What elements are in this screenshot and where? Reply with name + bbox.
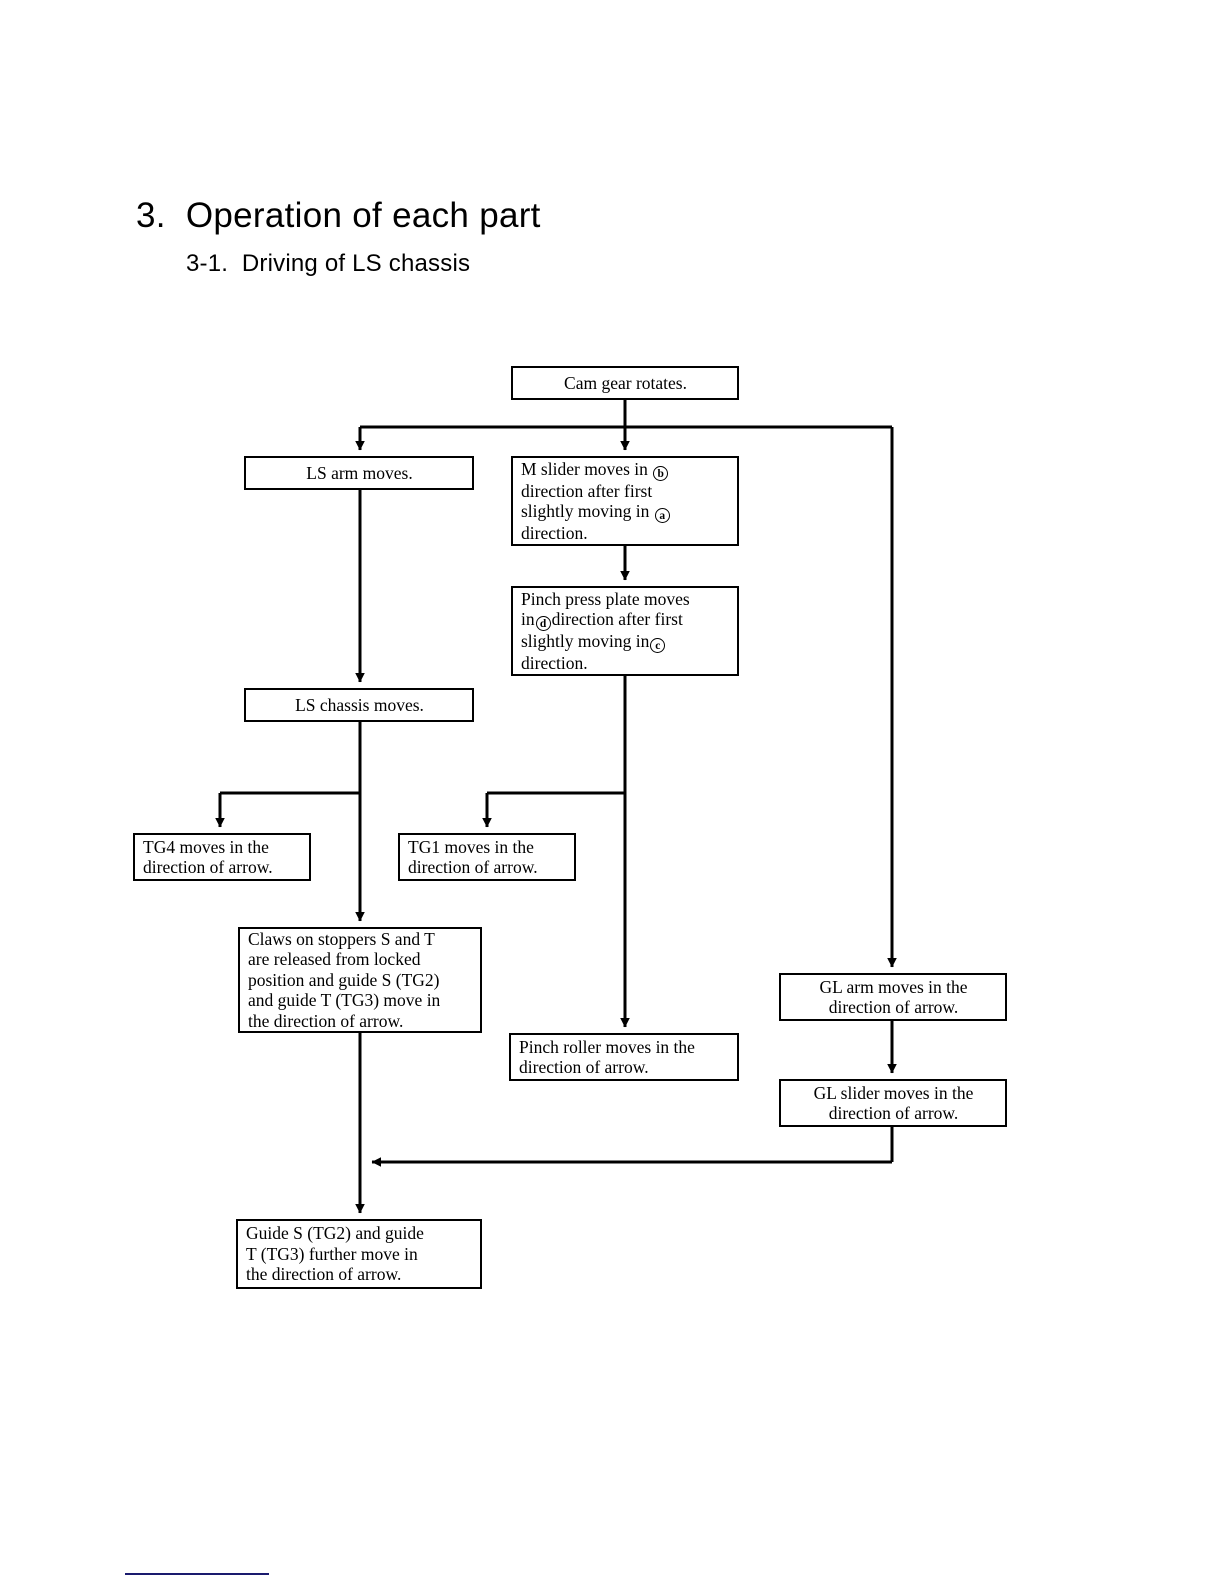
node-text-line-1: TG1 moves in the [408, 836, 534, 857]
node-text-line-1: Pinch roller moves in the [519, 1036, 695, 1057]
node-text-line-5: the direction of arrow. [248, 1010, 404, 1031]
circled-letter-b: b [653, 465, 669, 481]
page-title: 3. Operation of each part [136, 196, 541, 235]
node-cam-gear-rotates[interactable]: Cam gear rotates. [511, 366, 739, 400]
node-tg4-moves[interactable]: TG4 moves in the direction of arrow. [133, 833, 311, 881]
node-text-line-1: Guide S (TG2) and guide [246, 1223, 424, 1244]
node-text: LS chassis moves. [295, 694, 424, 715]
node-text-line-1: M slider moves in b [521, 459, 669, 481]
node-gl-slider-moves[interactable]: GL slider moves in the direction of arro… [779, 1079, 1007, 1127]
circled-letter-d: d [535, 616, 551, 631]
node-text-line-2: direction of arrow. [408, 857, 538, 877]
node-text-line-2: are released from locked [248, 949, 421, 970]
node-text-line-2: direction of arrow. [828, 1103, 959, 1123]
node-text-line-1: Pinch press plate moves [521, 588, 690, 609]
node-text-line-1: Claws on stoppers S and T [248, 928, 435, 949]
node-text-line-3: slightly moving in a [521, 501, 671, 523]
footer-rule [125, 1573, 269, 1575]
node-text-line-4: and guide T (TG3) move in [248, 990, 441, 1011]
node-guide-s-t-further-move[interactable]: Guide S (TG2) and guide T (TG3) further … [236, 1219, 482, 1289]
node-text-line-2: direction after first [521, 480, 653, 501]
node-text-line-2: direction of arrow. [143, 857, 273, 877]
node-text-line-1: GL arm moves in the [819, 976, 968, 997]
node-text-line-2: direction of arrow. [828, 997, 959, 1017]
node-pinch-roller-moves[interactable]: Pinch roller moves in the direction of a… [509, 1033, 739, 1081]
node-tg1-moves[interactable]: TG1 moves in the direction of arrow. [398, 833, 576, 881]
node-text-line-1: GL slider moves in the [813, 1082, 974, 1103]
circled-letter-a: a [654, 508, 670, 523]
node-claws-on-stoppers[interactable]: Claws on stoppers S and T are released f… [238, 927, 482, 1033]
node-ls-arm-moves[interactable]: LS arm moves. [244, 456, 474, 490]
node-text: LS arm moves. [306, 462, 413, 483]
circled-letter-c: c [650, 638, 666, 653]
node-gl-arm-moves[interactable]: GL arm moves in the direction of arrow. [779, 973, 1007, 1021]
node-text-line-3: position and guide S (TG2) [248, 969, 440, 990]
node-text: Cam gear rotates. [564, 372, 687, 393]
node-ls-chassis-moves[interactable]: LS chassis moves. [244, 688, 474, 722]
node-m-slider-moves[interactable]: M slider moves in b direction after firs… [511, 456, 739, 546]
node-text-line-4: direction. [521, 523, 588, 543]
node-text-line-1: TG4 moves in the [143, 836, 269, 857]
node-text-line-2: direction of arrow. [519, 1057, 649, 1077]
node-text-line-3: the direction of arrow. [246, 1264, 402, 1285]
node-text-line-2: T (TG3) further move in [246, 1243, 418, 1264]
node-text-line-4: direction. [521, 653, 588, 673]
section-subtitle: 3-1. Driving of LS chassis [186, 250, 471, 277]
